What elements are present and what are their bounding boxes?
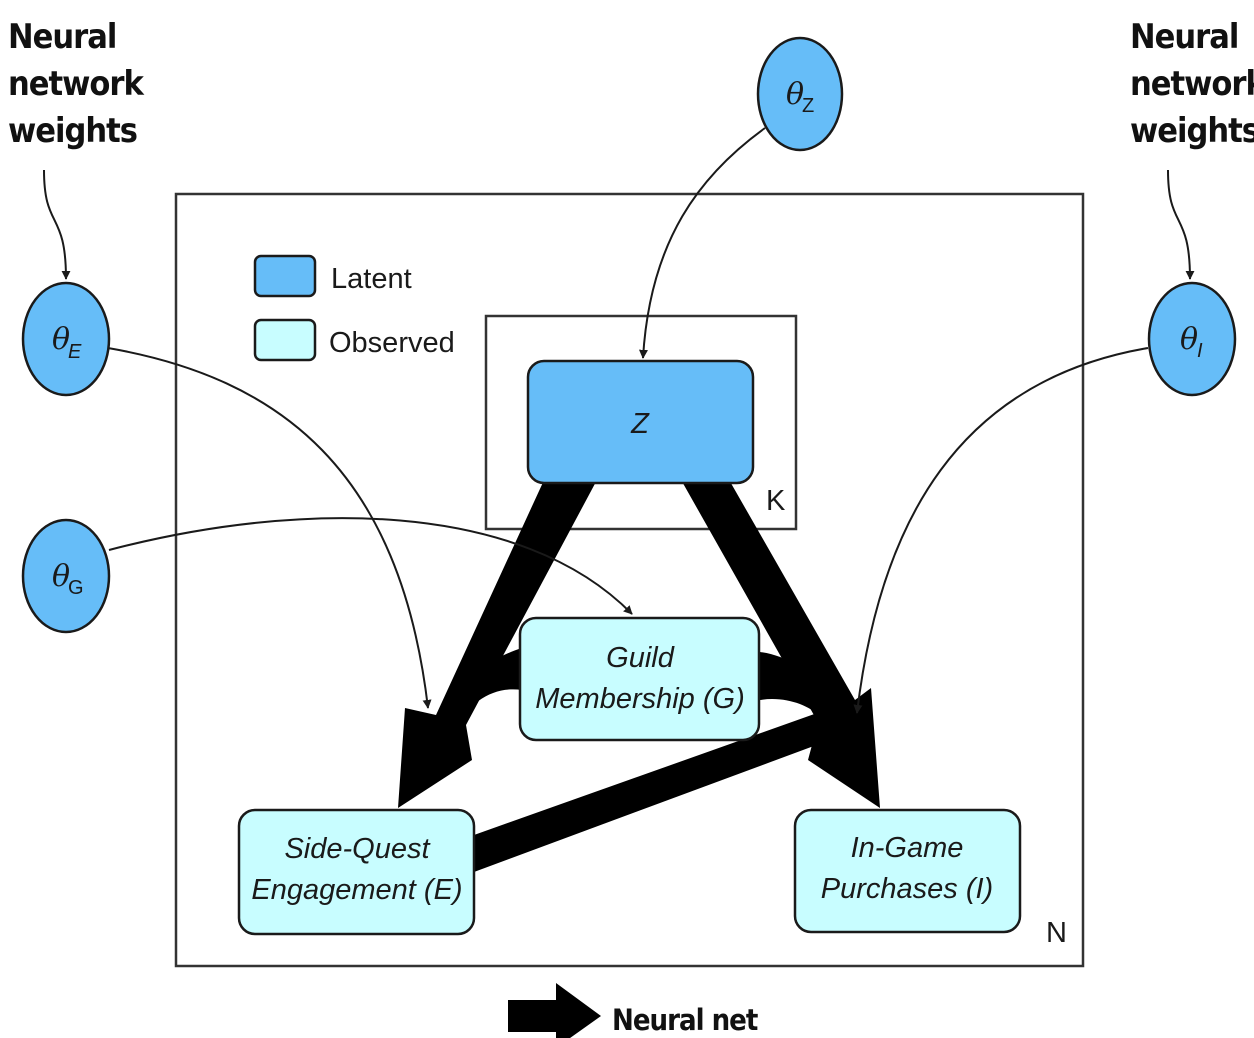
theta-e-circle bbox=[21, 281, 111, 397]
edge-weights-to-theta-e bbox=[43, 169, 71, 280]
theta-i-subscript: I bbox=[1197, 340, 1203, 362]
plate-n bbox=[174, 192, 1085, 968]
left-weights-line2: network bbox=[8, 64, 145, 104]
node-in-game-box bbox=[793, 808, 1022, 934]
legend-latent-label: Latent bbox=[331, 263, 412, 295]
plate-k bbox=[484, 314, 798, 531]
node-side-quest-line2: Engagement (E) bbox=[251, 874, 462, 906]
theta-z-circle bbox=[756, 36, 844, 152]
theta-g-symbol: θ bbox=[52, 559, 70, 594]
theta-e-symbol: θ bbox=[52, 322, 70, 357]
neural-net-label: Neural net bbox=[612, 1003, 758, 1037]
node-in-game-line2: Purchases (I) bbox=[821, 873, 993, 905]
neural-net-arrow-icon bbox=[508, 983, 601, 1038]
plate-n-label: N bbox=[1046, 917, 1067, 949]
edge-theta-g-to-g bbox=[108, 517, 633, 615]
neural-net-legend: Neural net bbox=[508, 983, 759, 1038]
node-side-quest-engagement[interactable]: Side-Quest Engagement (E) bbox=[237, 808, 476, 936]
theta-g-circle bbox=[21, 518, 111, 634]
param-theta-i[interactable]: θ I bbox=[1147, 281, 1237, 397]
legend: Latent Observed bbox=[253, 254, 455, 362]
param-theta-g[interactable]: θ G bbox=[21, 518, 111, 634]
node-z-box bbox=[526, 359, 755, 485]
node-guild-box bbox=[518, 616, 761, 742]
right-weights-line3: weights bbox=[1130, 111, 1254, 151]
left-weights-annotation: Neural network weights bbox=[8, 17, 146, 151]
theta-z-subscript: Z bbox=[802, 95, 814, 117]
param-theta-e[interactable]: θ E bbox=[21, 281, 111, 397]
right-weights-line1: Neural bbox=[1130, 17, 1238, 57]
param-theta-z[interactable]: θ Z bbox=[756, 36, 844, 152]
edge-weights-to-theta-i bbox=[1167, 169, 1195, 280]
neural-edge-g-to-e bbox=[440, 648, 522, 730]
left-weights-line1: Neural bbox=[8, 17, 116, 57]
theta-z-symbol: θ bbox=[786, 77, 804, 112]
node-in-game-purchases[interactable]: In-Game Purchases (I) bbox=[793, 808, 1022, 934]
node-side-quest-line1: Side-Quest bbox=[284, 833, 431, 865]
node-side-quest-box bbox=[237, 808, 476, 936]
legend-observed-swatch bbox=[253, 318, 317, 362]
neural-edge-e-to-i bbox=[474, 712, 830, 872]
edge-theta-e-to-e bbox=[107, 347, 432, 709]
theta-i-symbol: θ bbox=[1180, 322, 1198, 357]
node-z-label: Z bbox=[630, 408, 650, 440]
neural-edge-z-to-i bbox=[680, 478, 880, 808]
node-z[interactable]: Z bbox=[526, 359, 755, 485]
node-guild-line2: Membership (G) bbox=[535, 683, 745, 715]
node-in-game-line1: In-Game bbox=[851, 832, 964, 864]
neural-edge-z-to-e bbox=[398, 478, 598, 808]
legend-latent-swatch bbox=[253, 254, 317, 298]
right-weights-line2: network bbox=[1130, 64, 1254, 104]
node-guild-line1: Guild bbox=[606, 642, 675, 674]
neural-edge-g-to-i bbox=[760, 652, 832, 716]
legend-observed-label: Observed bbox=[329, 327, 455, 359]
parameter-edges bbox=[43, 127, 1195, 714]
left-weights-line3: weights bbox=[8, 111, 137, 151]
theta-e-subscript: E bbox=[68, 341, 82, 363]
node-guild-membership[interactable]: Guild Membership (G) bbox=[518, 616, 761, 742]
theta-g-subscript: G bbox=[68, 577, 84, 599]
edge-theta-i-to-i bbox=[853, 347, 1149, 714]
right-weights-annotation: Neural network weights bbox=[1130, 17, 1254, 151]
plate-k-label: K bbox=[766, 485, 786, 517]
theta-i-circle bbox=[1147, 281, 1237, 397]
neural-net-edges bbox=[398, 478, 880, 872]
edge-theta-z-to-z bbox=[638, 127, 766, 359]
